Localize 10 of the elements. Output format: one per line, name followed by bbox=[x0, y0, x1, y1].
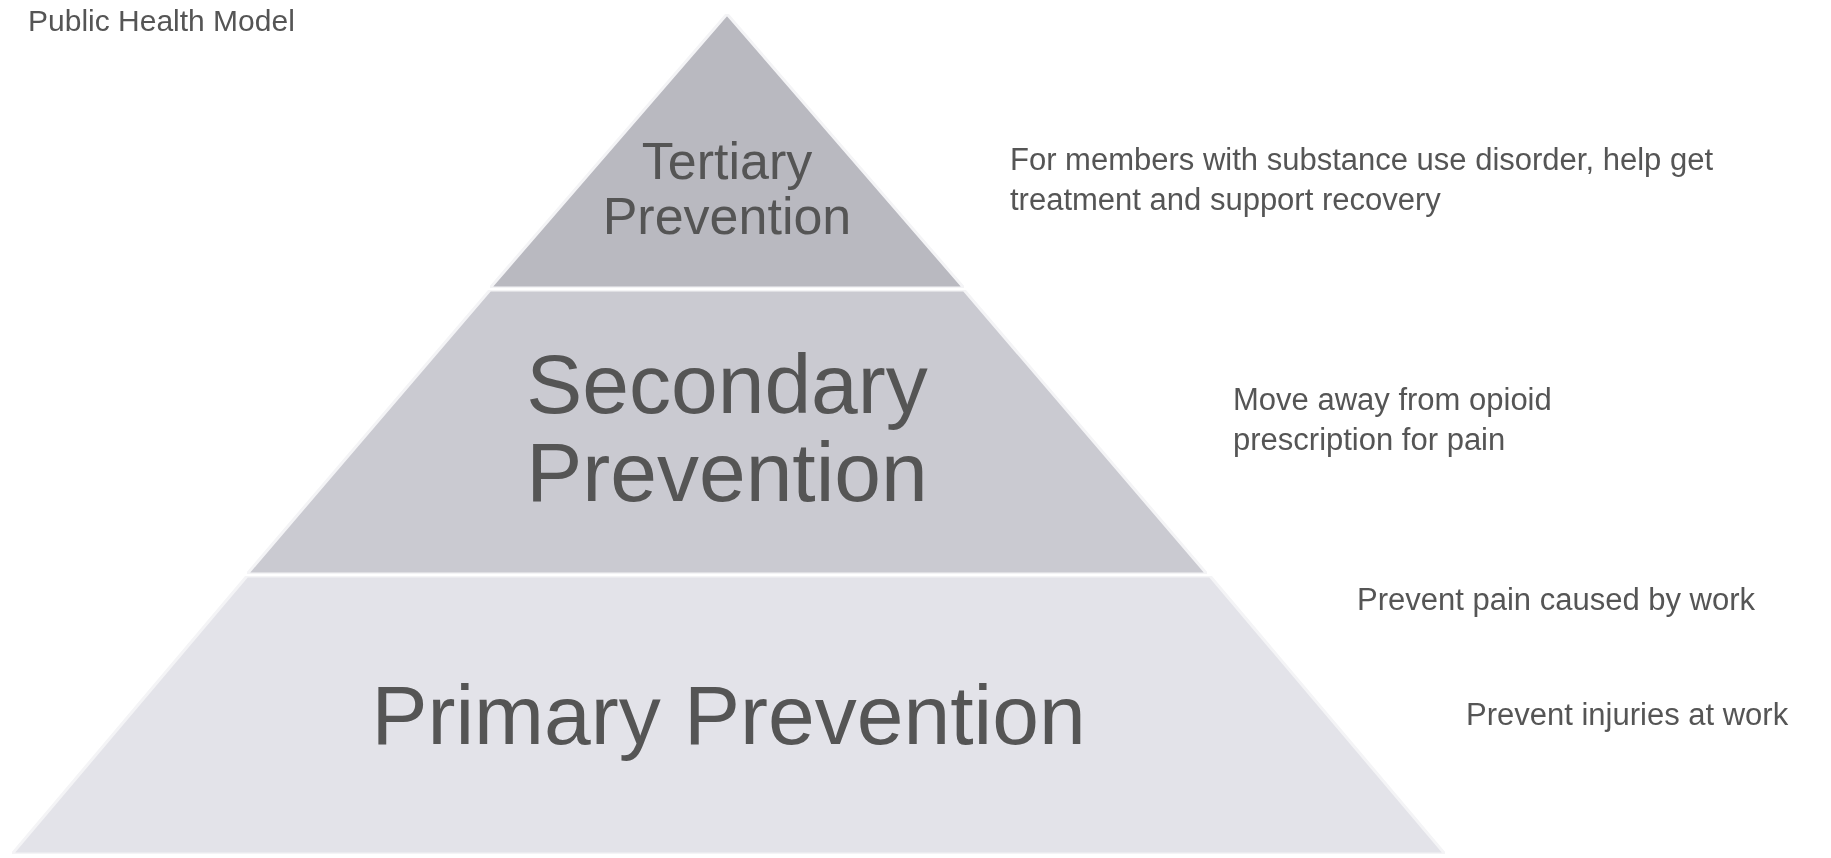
description-text: For members with substance use disorder, help get treatment and support recovery bbox=[1010, 141, 1714, 220]
tier-label: Tertiary Prevention bbox=[601, 134, 853, 244]
description-text: Prevent pain caused by work bbox=[1357, 581, 1757, 619]
tier-label: Primary Prevention bbox=[370, 671, 1087, 760]
tier-label: Secondary Prevention bbox=[525, 340, 929, 517]
description-text: Prevent injuries at work bbox=[1466, 696, 1790, 734]
pyramid-tier bbox=[247, 290, 1207, 574]
description-text: Move away from opioid prescription for pain bbox=[1233, 381, 1553, 460]
pyramid-tier bbox=[490, 14, 964, 288]
diagram-title: Public Health Model bbox=[28, 4, 295, 38]
